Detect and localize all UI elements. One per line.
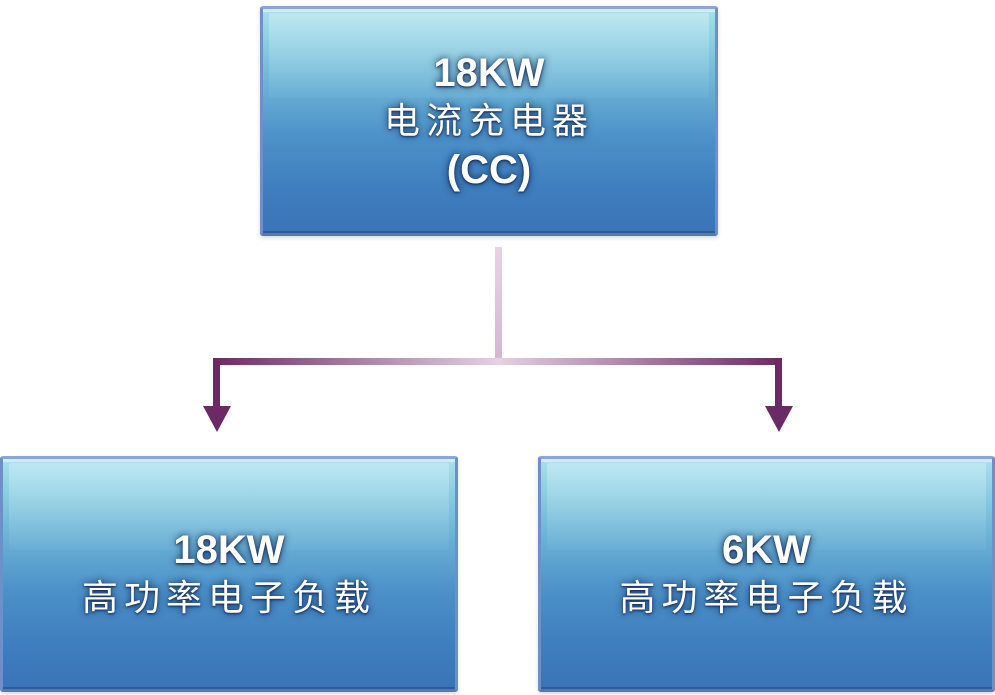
arrowhead-right bbox=[765, 406, 793, 432]
node-name-label: 高功率电子负载 bbox=[81, 577, 376, 619]
node-name-label: 高功率电子负载 bbox=[619, 577, 914, 619]
node-power-label: 6KW bbox=[722, 527, 811, 572]
connector-trunk bbox=[495, 247, 502, 361]
node-electronic-load-6kw: 6KW 高功率电子负载 bbox=[538, 456, 995, 692]
node-name-label: 电流充电器 bbox=[383, 100, 594, 142]
node-power-label: 18KW bbox=[173, 527, 285, 572]
node-electronic-load-18kw: 18KW 高功率电子负载 bbox=[0, 456, 458, 692]
node-power-label: 18KW bbox=[433, 50, 545, 95]
node-cc-charger: 18KW 电流充电器 (CC) bbox=[260, 6, 718, 236]
connector-right-drop bbox=[775, 358, 782, 408]
arrowhead-left bbox=[203, 406, 231, 432]
connector-left-drop bbox=[213, 358, 220, 408]
connector-crossbar bbox=[213, 358, 782, 365]
node-abbr-label: (CC) bbox=[446, 148, 532, 193]
